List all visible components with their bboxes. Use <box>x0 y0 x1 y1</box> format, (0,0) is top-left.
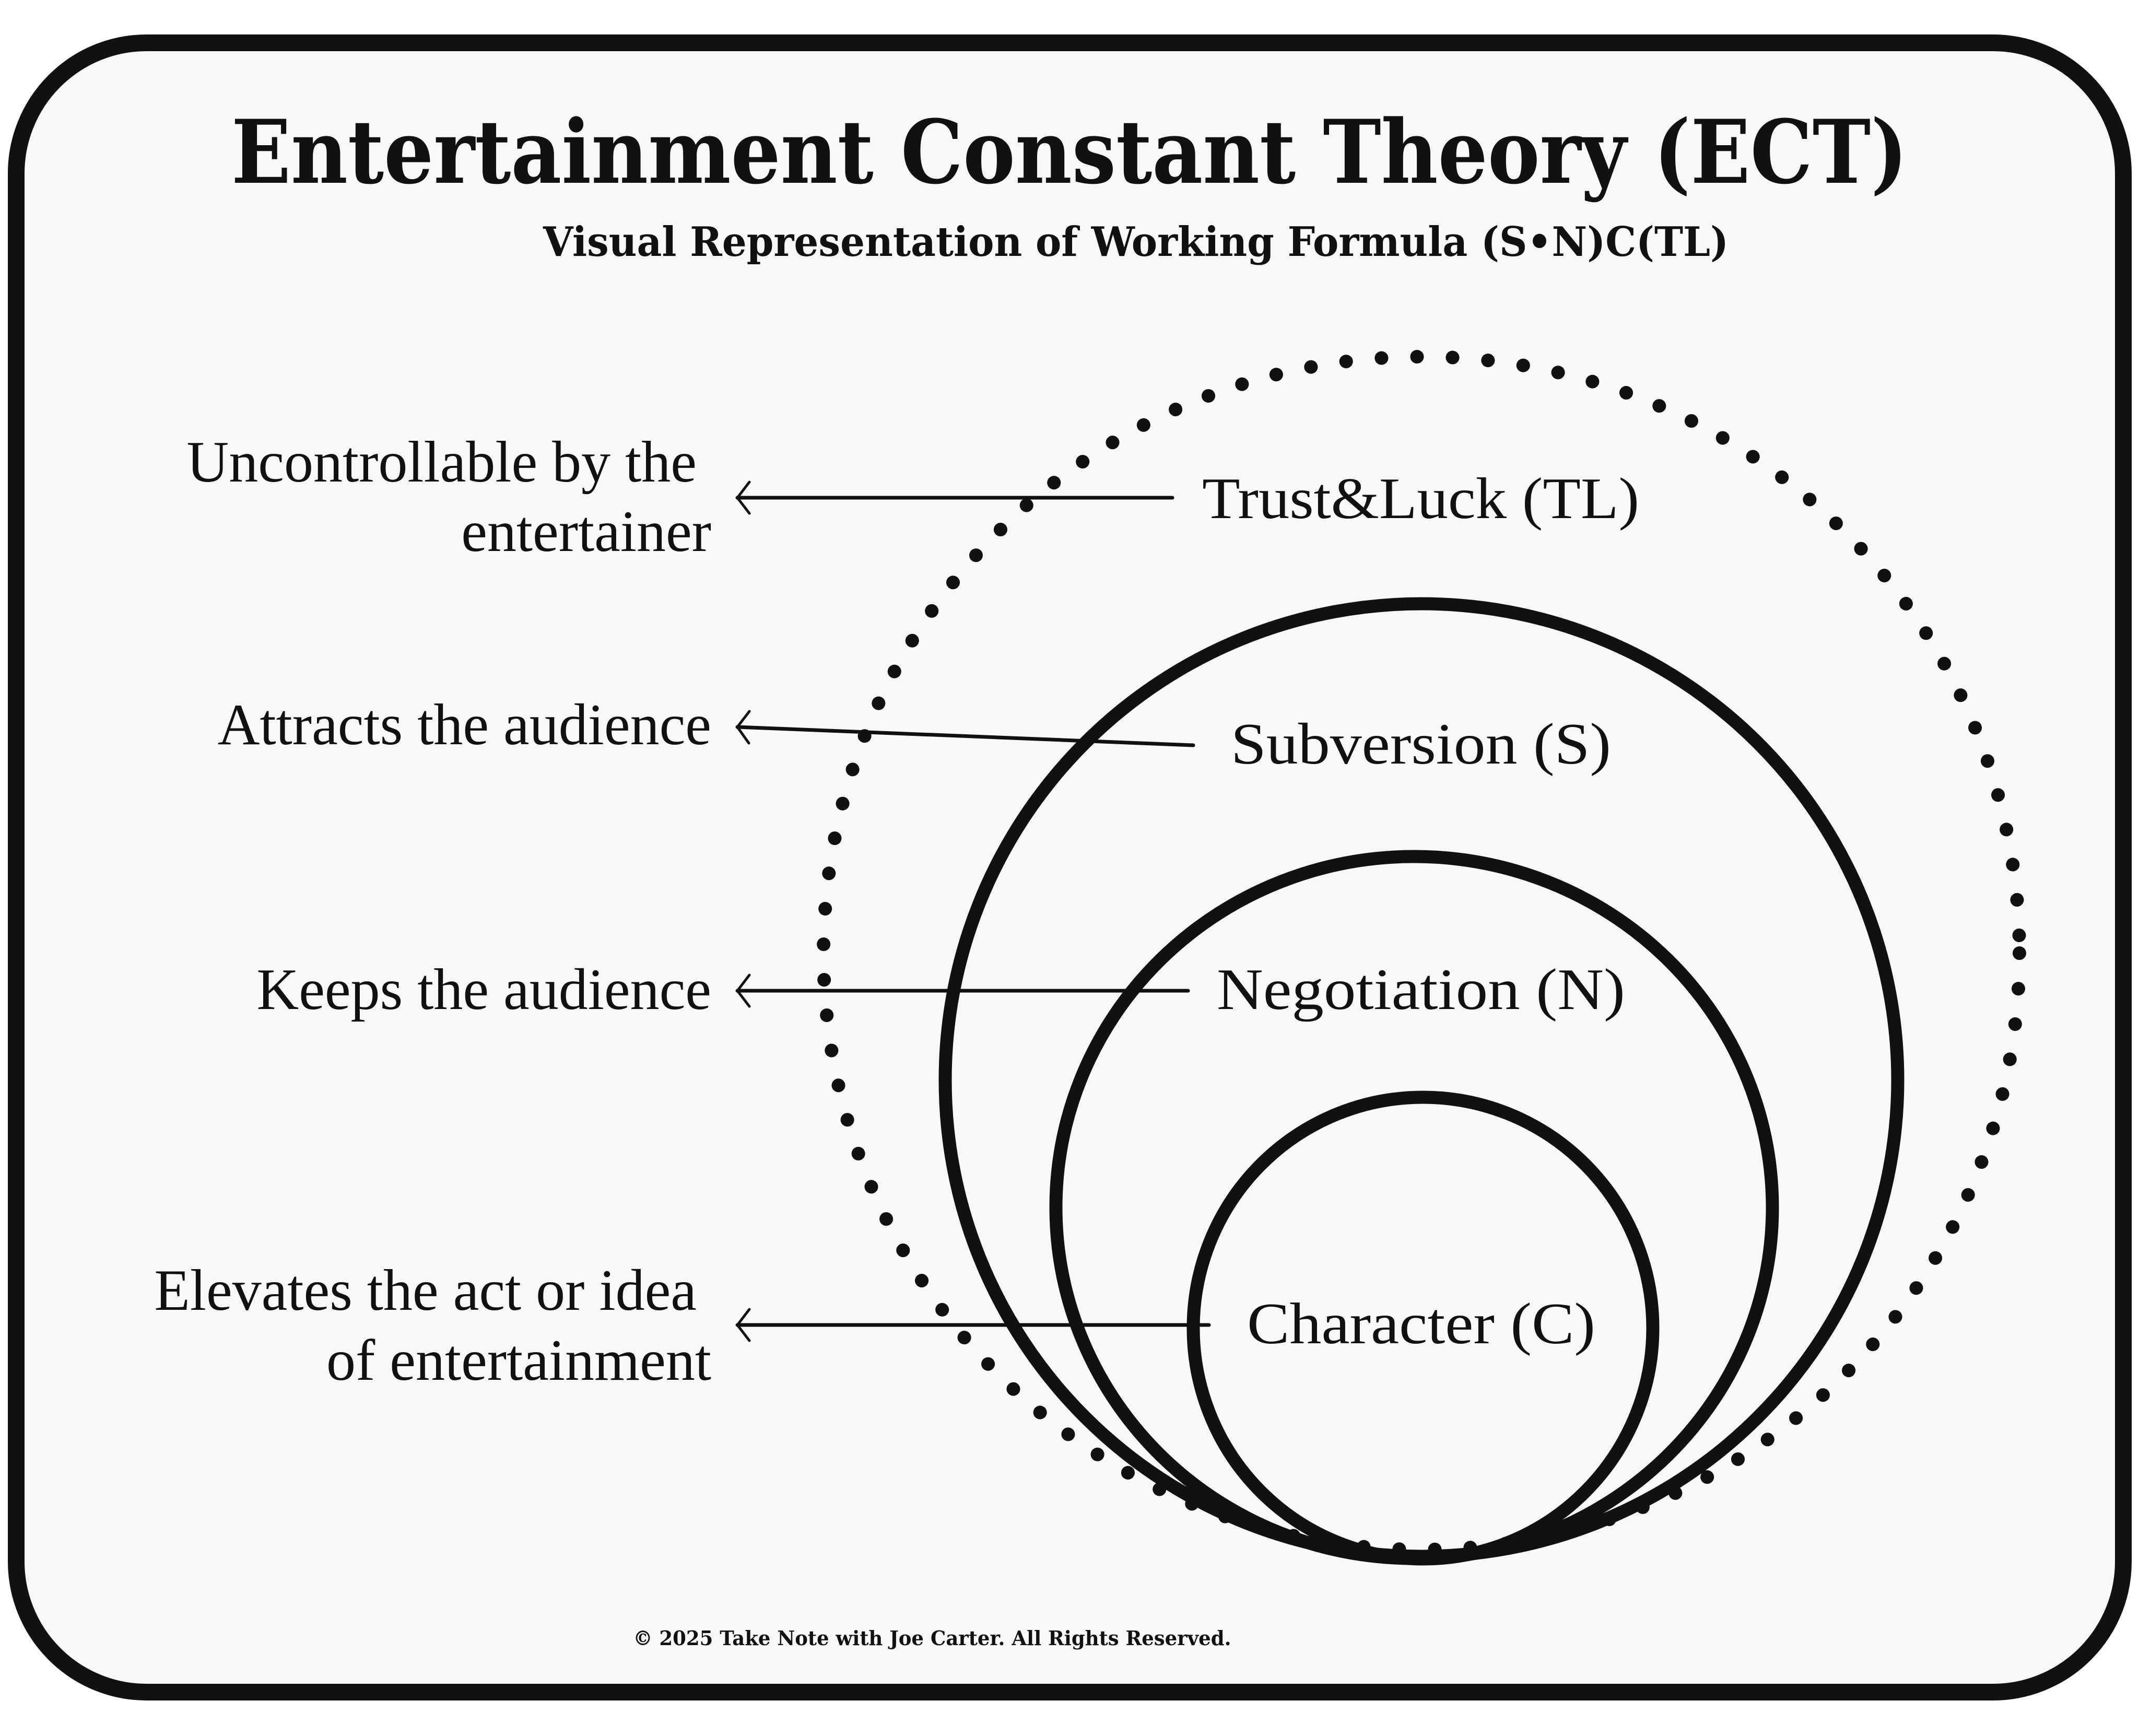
circle-trust-luck <box>817 350 2026 1556</box>
layer-circles <box>817 350 2026 1566</box>
copyright-footer: © 2025 Take Note with Joe Carter. All Ri… <box>633 1626 1231 1650</box>
diagram-frame <box>8 34 2132 1700</box>
description-line: Attracts the audience <box>218 693 711 757</box>
arrow-subversion <box>735 710 1195 747</box>
label-character: Character (C) <box>1247 1292 1595 1356</box>
description-trust-luck: Uncontrollable by the entertainer <box>186 430 711 564</box>
circle-character <box>1186 1090 1660 1566</box>
label-subversion: Subversion (S) <box>1231 712 1611 777</box>
page-title: Entertainment Constant Theory (ECT) <box>231 100 1908 204</box>
description-line: of entertainment <box>326 1328 711 1393</box>
page-subtitle: Visual Representation of Working Formula… <box>543 218 1729 266</box>
label-trust-luck: Trust&Luck (TL) <box>1202 466 1639 531</box>
description-negotiation: Keeps the audience <box>256 957 711 1022</box>
description-line: Uncontrollable by the <box>186 430 697 495</box>
description-line: Keeps the audience <box>256 957 711 1022</box>
description-subversion: Attracts the audience <box>218 693 711 757</box>
layer-labels: Trust&Luck (TL) Subversion (S) Negotiati… <box>1202 466 1639 1356</box>
arrow-character <box>735 1308 1211 1342</box>
layer-descriptions: Uncontrollable by the entertainer Attrac… <box>154 430 711 1393</box>
arrows <box>735 480 1211 1342</box>
label-negotiation: Negotiation (N) <box>1217 957 1625 1022</box>
description-character: Elevates the act or idea of entertainmen… <box>154 1258 711 1393</box>
description-line: entertainer <box>461 499 711 564</box>
arrow-trust-luck <box>735 480 1174 515</box>
arrow-negotiation <box>735 973 1190 1008</box>
description-line: Elevates the act or idea <box>154 1258 697 1323</box>
